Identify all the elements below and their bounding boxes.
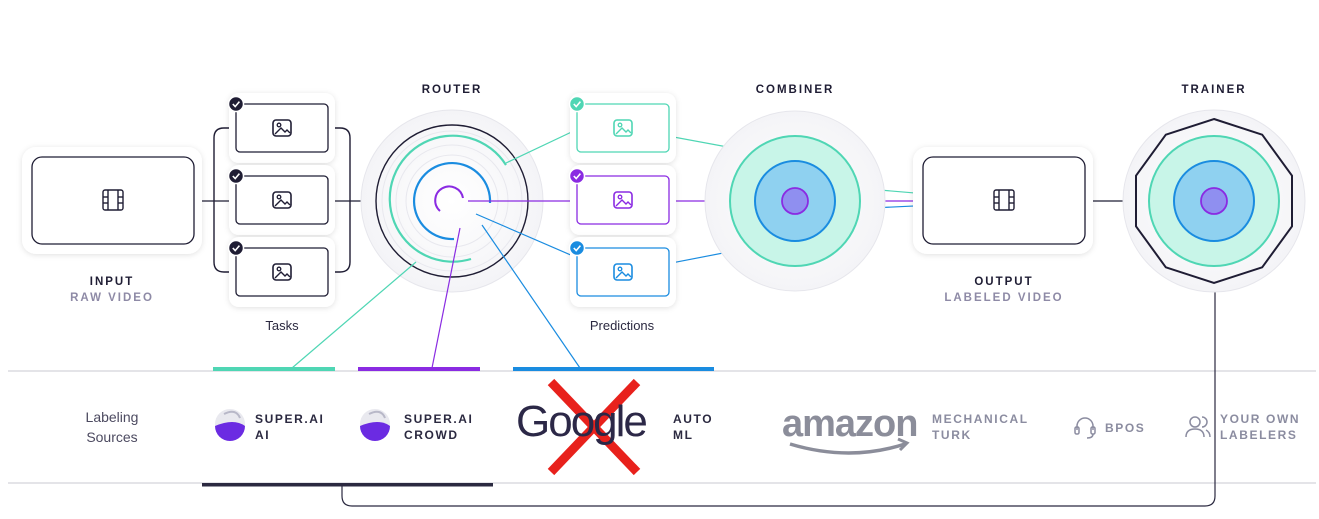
check-icon <box>227 167 245 185</box>
source-your-own-labelers[interactable]: YOUR OWN LABELERS <box>1220 412 1301 442</box>
trainer-title: TRAINER <box>1181 84 1247 96</box>
bar-google <box>513 367 714 371</box>
output-subtitle: LABELED VIDEO <box>944 292 1064 304</box>
super-crowd-logo <box>360 409 390 441</box>
amazon-logo: amazon <box>782 403 918 445</box>
bar-super-group <box>202 483 493 487</box>
prediction-cards <box>568 93 677 307</box>
trainer-feedback-line <box>341 282 1216 507</box>
crossed-out-mark <box>547 378 641 476</box>
tasks-bracket-left <box>213 127 236 273</box>
output-card <box>913 147 1093 254</box>
bar-super-ai <box>213 367 335 371</box>
tasks-bracket-right <box>328 127 351 273</box>
prediction-card-1[interactable] <box>568 93 677 163</box>
check-icon <box>227 95 245 113</box>
input-title: INPUT <box>89 276 135 288</box>
check-icon <box>227 239 245 257</box>
bar-super-crowd <box>358 367 480 371</box>
film-icon <box>993 189 1015 211</box>
users-icon <box>1185 416 1211 438</box>
task-card-1[interactable] <box>227 93 336 163</box>
router-title: ROUTER <box>421 84 483 96</box>
source-bpos[interactable]: BPOS <box>1105 421 1146 435</box>
source-super-crowd[interactable]: SUPER.AI CROWD <box>404 412 474 442</box>
input-subtitle: RAW VIDEO <box>70 292 154 304</box>
source-mechanical-turk[interactable]: MECHANICAL TURK <box>932 412 1029 442</box>
input-card <box>22 147 202 254</box>
check-icon <box>568 95 586 113</box>
predictions-caption: Predictions <box>589 318 655 333</box>
source-google-automl[interactable]: AUTO ML <box>673 412 714 442</box>
check-icon <box>568 239 586 257</box>
super-ai-logo <box>215 409 245 441</box>
output-title: OUTPUT <box>974 276 1034 288</box>
tasks-caption: Tasks <box>265 318 299 333</box>
source-super-ai[interactable]: SUPER.AI AI <box>255 412 325 442</box>
task-card-2[interactable] <box>227 165 336 235</box>
task-card-3[interactable] <box>227 237 336 307</box>
prediction-card-3[interactable] <box>568 237 677 307</box>
router-node <box>360 109 544 293</box>
headset-icon <box>1074 417 1096 439</box>
combiner-node <box>704 110 886 292</box>
prediction-card-2[interactable] <box>568 165 677 235</box>
task-cards <box>227 93 336 307</box>
check-icon <box>568 167 586 185</box>
combiner-title: COMBINER <box>755 84 835 96</box>
amazon-smile-icon <box>789 437 910 455</box>
labeling-sources-label: Labeling Sources <box>85 409 139 445</box>
film-icon <box>102 189 124 211</box>
trainer-node <box>1122 109 1306 293</box>
google-logo: Google <box>516 397 648 446</box>
